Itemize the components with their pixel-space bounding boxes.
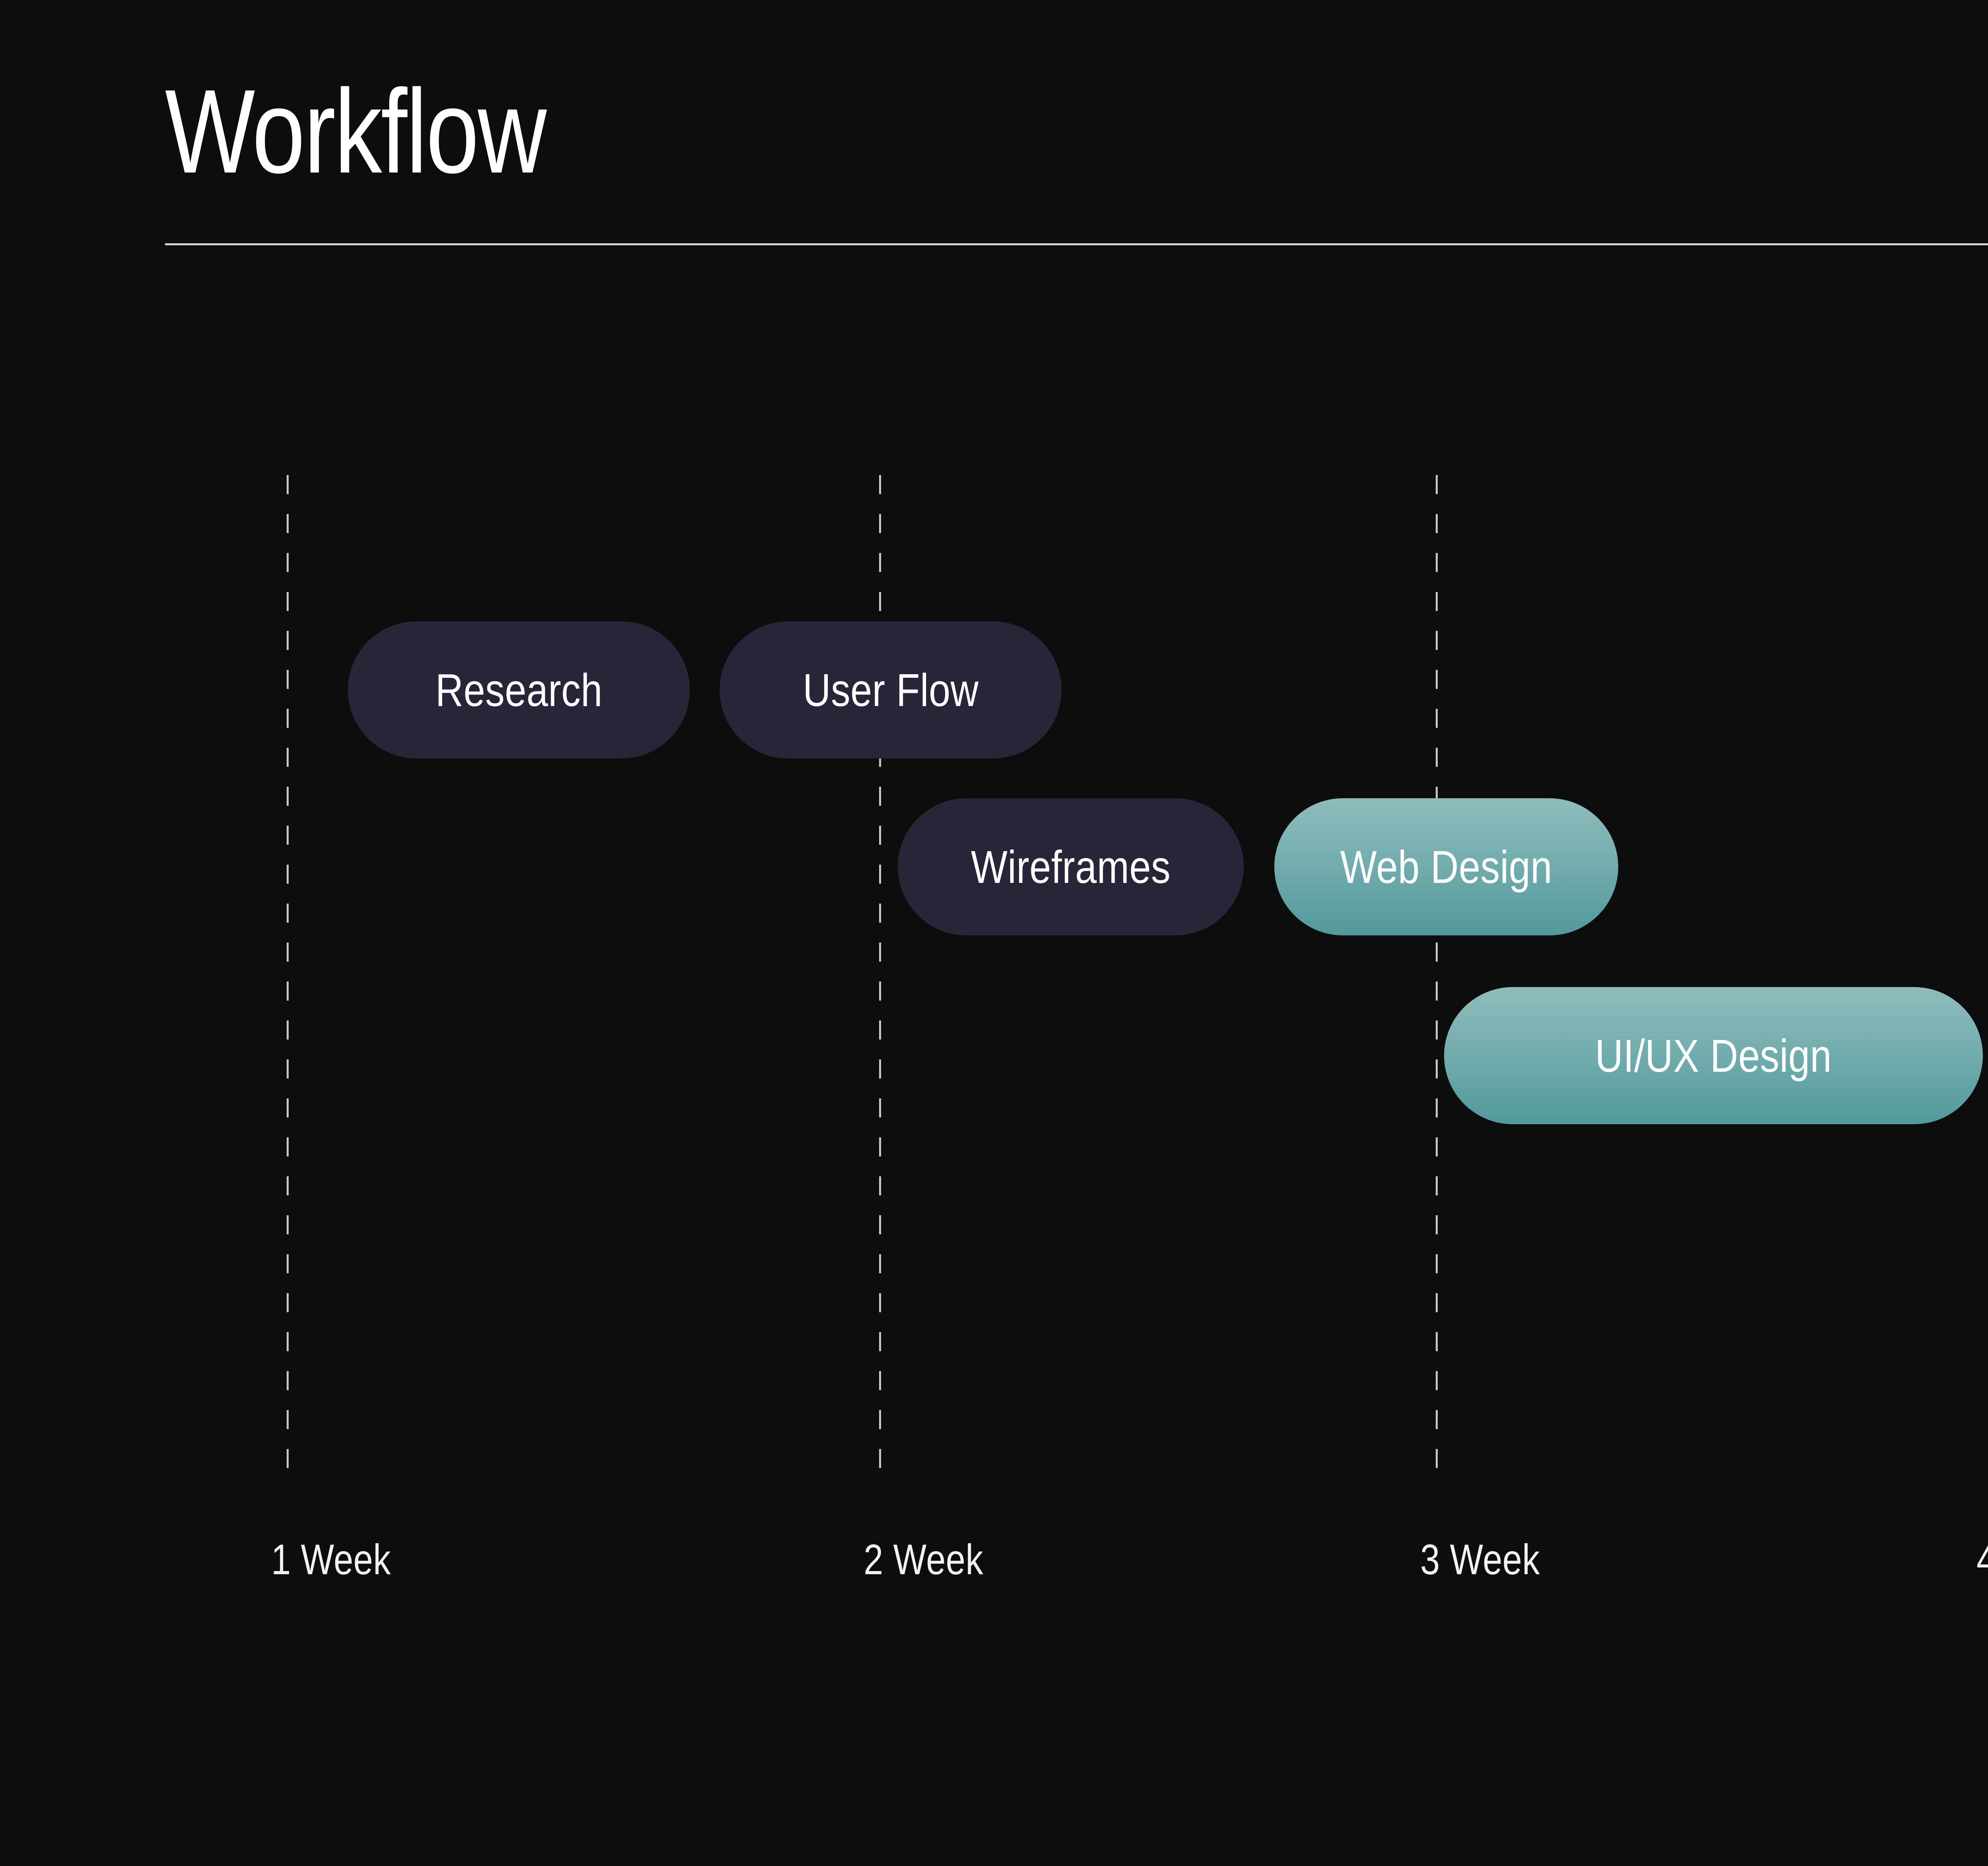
gridline-week-1: [287, 475, 289, 1475]
task-bar[interactable]: User Flow: [720, 621, 1062, 758]
task-bar[interactable]: Wireframes: [898, 798, 1244, 935]
task-bar[interactable]: Web Design: [1274, 798, 1618, 935]
task-bar-label: Research: [435, 664, 603, 716]
task-bar[interactable]: UI/UX Design: [1444, 987, 1983, 1124]
task-bar-label: Web Design: [1340, 841, 1553, 893]
task-bar-label: Wireframes: [971, 841, 1171, 893]
title-divider: [165, 243, 1988, 245]
page-title: Workflow: [165, 64, 547, 198]
gridline-week-3: [1436, 475, 1438, 1475]
axis-label-week-1: 1 Week: [271, 1535, 391, 1583]
task-bar[interactable]: Research: [348, 621, 690, 758]
axis-label-week-2: 2 Week: [864, 1535, 984, 1583]
axis-label-week-4: 4 Week: [1976, 1534, 1988, 1584]
task-bar-label: UI/UX Design: [1595, 1030, 1832, 1082]
axis-label-week-3: 3 Week: [1420, 1535, 1540, 1583]
task-bar-label: User Flow: [802, 664, 979, 716]
gridline-week-2: [879, 475, 881, 1475]
